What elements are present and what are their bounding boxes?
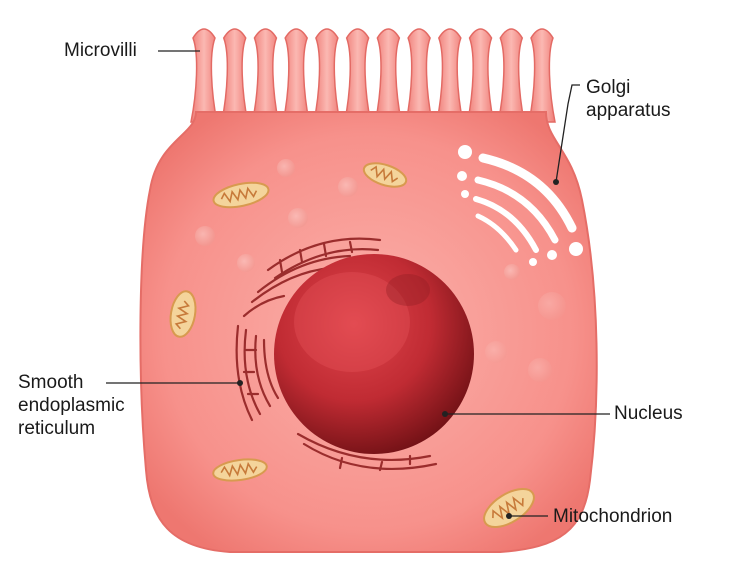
- mitochondrion-icon: [169, 162, 535, 529]
- microvillus: [528, 28, 556, 123]
- microvillus: [251, 28, 280, 123]
- label-golgi-apparatus: Golgi apparatus: [586, 77, 671, 121]
- golgi-apparatus-icon: [457, 145, 583, 266]
- microvillus: [343, 28, 372, 123]
- label-smooth-er: Smooth endoplasmic reticulum: [18, 372, 125, 439]
- microvillus: [497, 28, 526, 123]
- label-mitochondrion: Mitochondrion: [553, 506, 673, 527]
- microvilli-icon: [190, 28, 556, 123]
- leader-dots: [237, 179, 559, 519]
- microvillus: [466, 28, 495, 123]
- smooth-er-icon: [235, 237, 438, 472]
- microvillus: [190, 28, 218, 123]
- vesicles: [195, 159, 566, 382]
- microvillus: [435, 28, 464, 123]
- microvillus: [220, 28, 249, 123]
- label-nucleus: Nucleus: [614, 403, 683, 424]
- golgi-leader: [555, 84, 580, 183]
- nucleus-icon: [274, 254, 474, 454]
- leader-lines: [106, 50, 610, 517]
- microvillus: [405, 28, 434, 123]
- microvillus: [374, 28, 403, 123]
- microvillus: [282, 28, 311, 123]
- microvillus: [312, 28, 341, 123]
- label-microvilli: Microvilli: [64, 40, 137, 61]
